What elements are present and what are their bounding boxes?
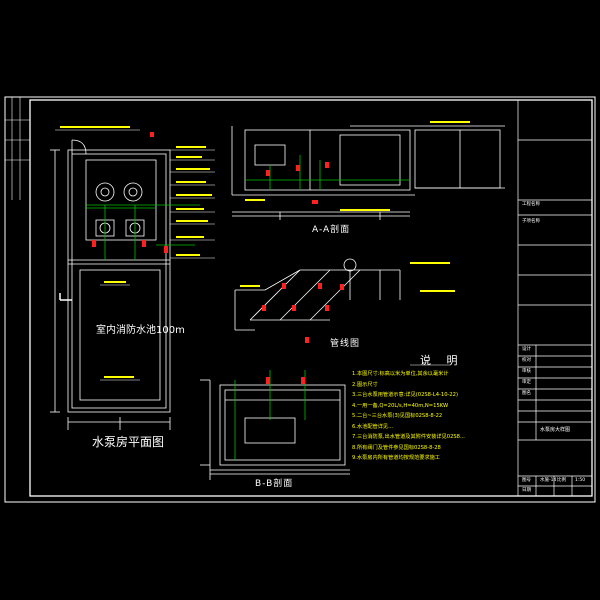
section-aa <box>231 125 505 220</box>
tb-approve: 审定 <box>522 380 531 385</box>
tb-scale-label: 比例 <box>557 478 566 483</box>
note-line: 5.二台~三台水泵(3)见国标02S8-8-22 <box>352 413 443 419</box>
axon-title: 管线图 <box>330 339 361 349</box>
note-line: 1.本图尺寸:标高以米为单位,其余以毫米计 <box>352 371 449 377</box>
note-line: 4.一用一备,Q=20L/s,H=40m,N=15KW <box>352 402 449 409</box>
tb-check: 校对 <box>522 358 531 363</box>
axon-diagram <box>234 258 401 331</box>
tb-scale: 1:50 <box>575 478 586 483</box>
note-line: 7.三台消防泵,出水管道及其附件安装详见02S8... <box>352 434 465 440</box>
plan-leaders <box>55 129 215 381</box>
tb-drawing-label: 图名 <box>522 391 531 396</box>
tb-review: 审核 <box>522 369 531 374</box>
tb-number: 水施-14 <box>540 478 557 483</box>
note-line: 3.三台水泵用管道示意:详见(02S8-L4-10-22) <box>352 392 459 398</box>
section-bb-valves <box>266 377 305 384</box>
section-aa-pipes <box>245 155 410 190</box>
section-bb-title: B-B剖面 <box>255 479 294 489</box>
tb-project-name: 工程名称 <box>522 202 540 207</box>
left-margin-ticks <box>5 97 30 200</box>
notes-title: 说 明 <box>420 354 464 367</box>
plan-small-text-marks <box>60 126 212 378</box>
plan-title: 水泵房平面图 <box>92 435 165 449</box>
note-line: 6.水池配管详见... <box>352 423 394 430</box>
axon-valves <box>262 283 344 343</box>
section-bb <box>200 379 350 480</box>
note-line: 8.所有阀门及管件参见国标02S8-8-28 <box>352 444 441 451</box>
plan-valves <box>92 132 168 253</box>
note-line: 2.图示尺寸 <box>352 381 378 388</box>
tb-subitem: 子项名称 <box>522 219 540 224</box>
sheet-outer-frame <box>4 96 596 503</box>
pump-room-pipes <box>86 204 200 260</box>
section-aa-title: A-A剖面 <box>312 225 351 235</box>
pool-label: 室内消防水池100m <box>96 325 185 336</box>
section-aa-text-marks <box>245 121 470 211</box>
notes-list: 1.本图尺寸:标高以米为单位,其余以毫米计 2.图示尺寸 3.三台水泵用管道示意… <box>352 370 517 465</box>
title-block <box>517 100 592 496</box>
tb-drawing-name: 水泵房大样图 <box>540 427 571 433</box>
tb-design: 设计 <box>522 347 531 352</box>
tb-number-label: 图号 <box>522 478 531 483</box>
axon-text-marks <box>240 262 455 292</box>
tb-date-label: 日期 <box>522 488 531 493</box>
section-aa-valves <box>266 162 329 204</box>
sheet-inner-frame <box>29 99 593 497</box>
note-line: 9.水泵房内所有管道均按规范要求施工 <box>352 455 440 461</box>
